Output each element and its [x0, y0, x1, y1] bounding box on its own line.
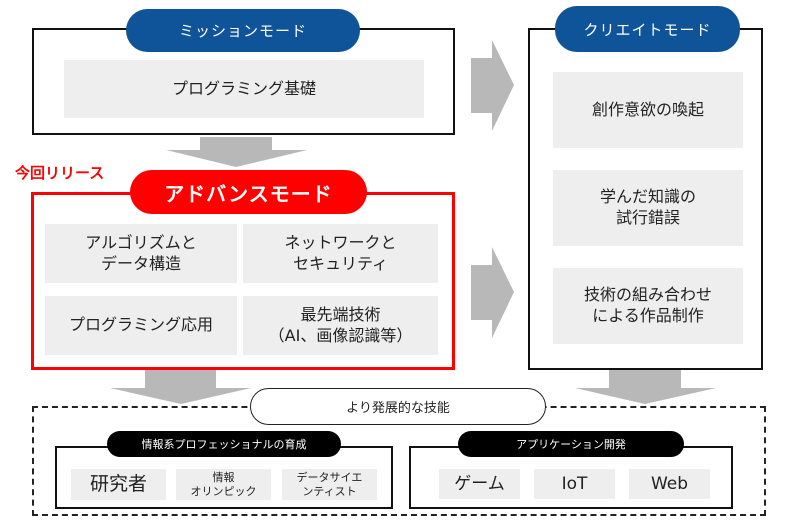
advanced-skills-title: より発展的な技能 [250, 388, 546, 425]
create-item-motivation: 創作意欲の喚起 [553, 72, 743, 148]
skill-item-iot: IoT [534, 469, 615, 499]
professional-group-title: 情報系プロフェッショナルの育成 [107, 431, 341, 457]
application-group-title: アプリケーション開発 [458, 431, 684, 457]
skill-item-researcher: 研究者 [71, 469, 166, 500]
advanced-item-cutting-edge: 最先端技術 （AI、画像認識等） [243, 296, 438, 355]
create-item-production: 技術の組み合わせ による作品制作 [553, 268, 743, 344]
skill-item-olympiad: 情報 オリンピック [176, 469, 271, 500]
skill-item-game: ゲーム [439, 469, 520, 499]
create-mode-title: クリエイトモード [555, 6, 740, 52]
skill-item-web: Web [629, 469, 710, 499]
release-label: 今回リリース [15, 164, 105, 182]
create-item-trial-error: 学んだ知識の 試行錯誤 [553, 170, 743, 246]
skill-item-data-scientist: データサイエ ンティスト [282, 469, 377, 500]
mission-item-programming-basics: プログラミング基礎 [64, 60, 424, 118]
advanced-item-algorithms: アルゴリズムと データ構造 [45, 224, 237, 283]
advanced-item-programming-applied: プログラミング応用 [45, 296, 237, 355]
advanced-mode-title: アドバンスモード [130, 170, 367, 214]
mission-mode-title: ミッションモード [126, 9, 360, 52]
advanced-item-network-security: ネットワークと セキュリティ [243, 224, 438, 283]
